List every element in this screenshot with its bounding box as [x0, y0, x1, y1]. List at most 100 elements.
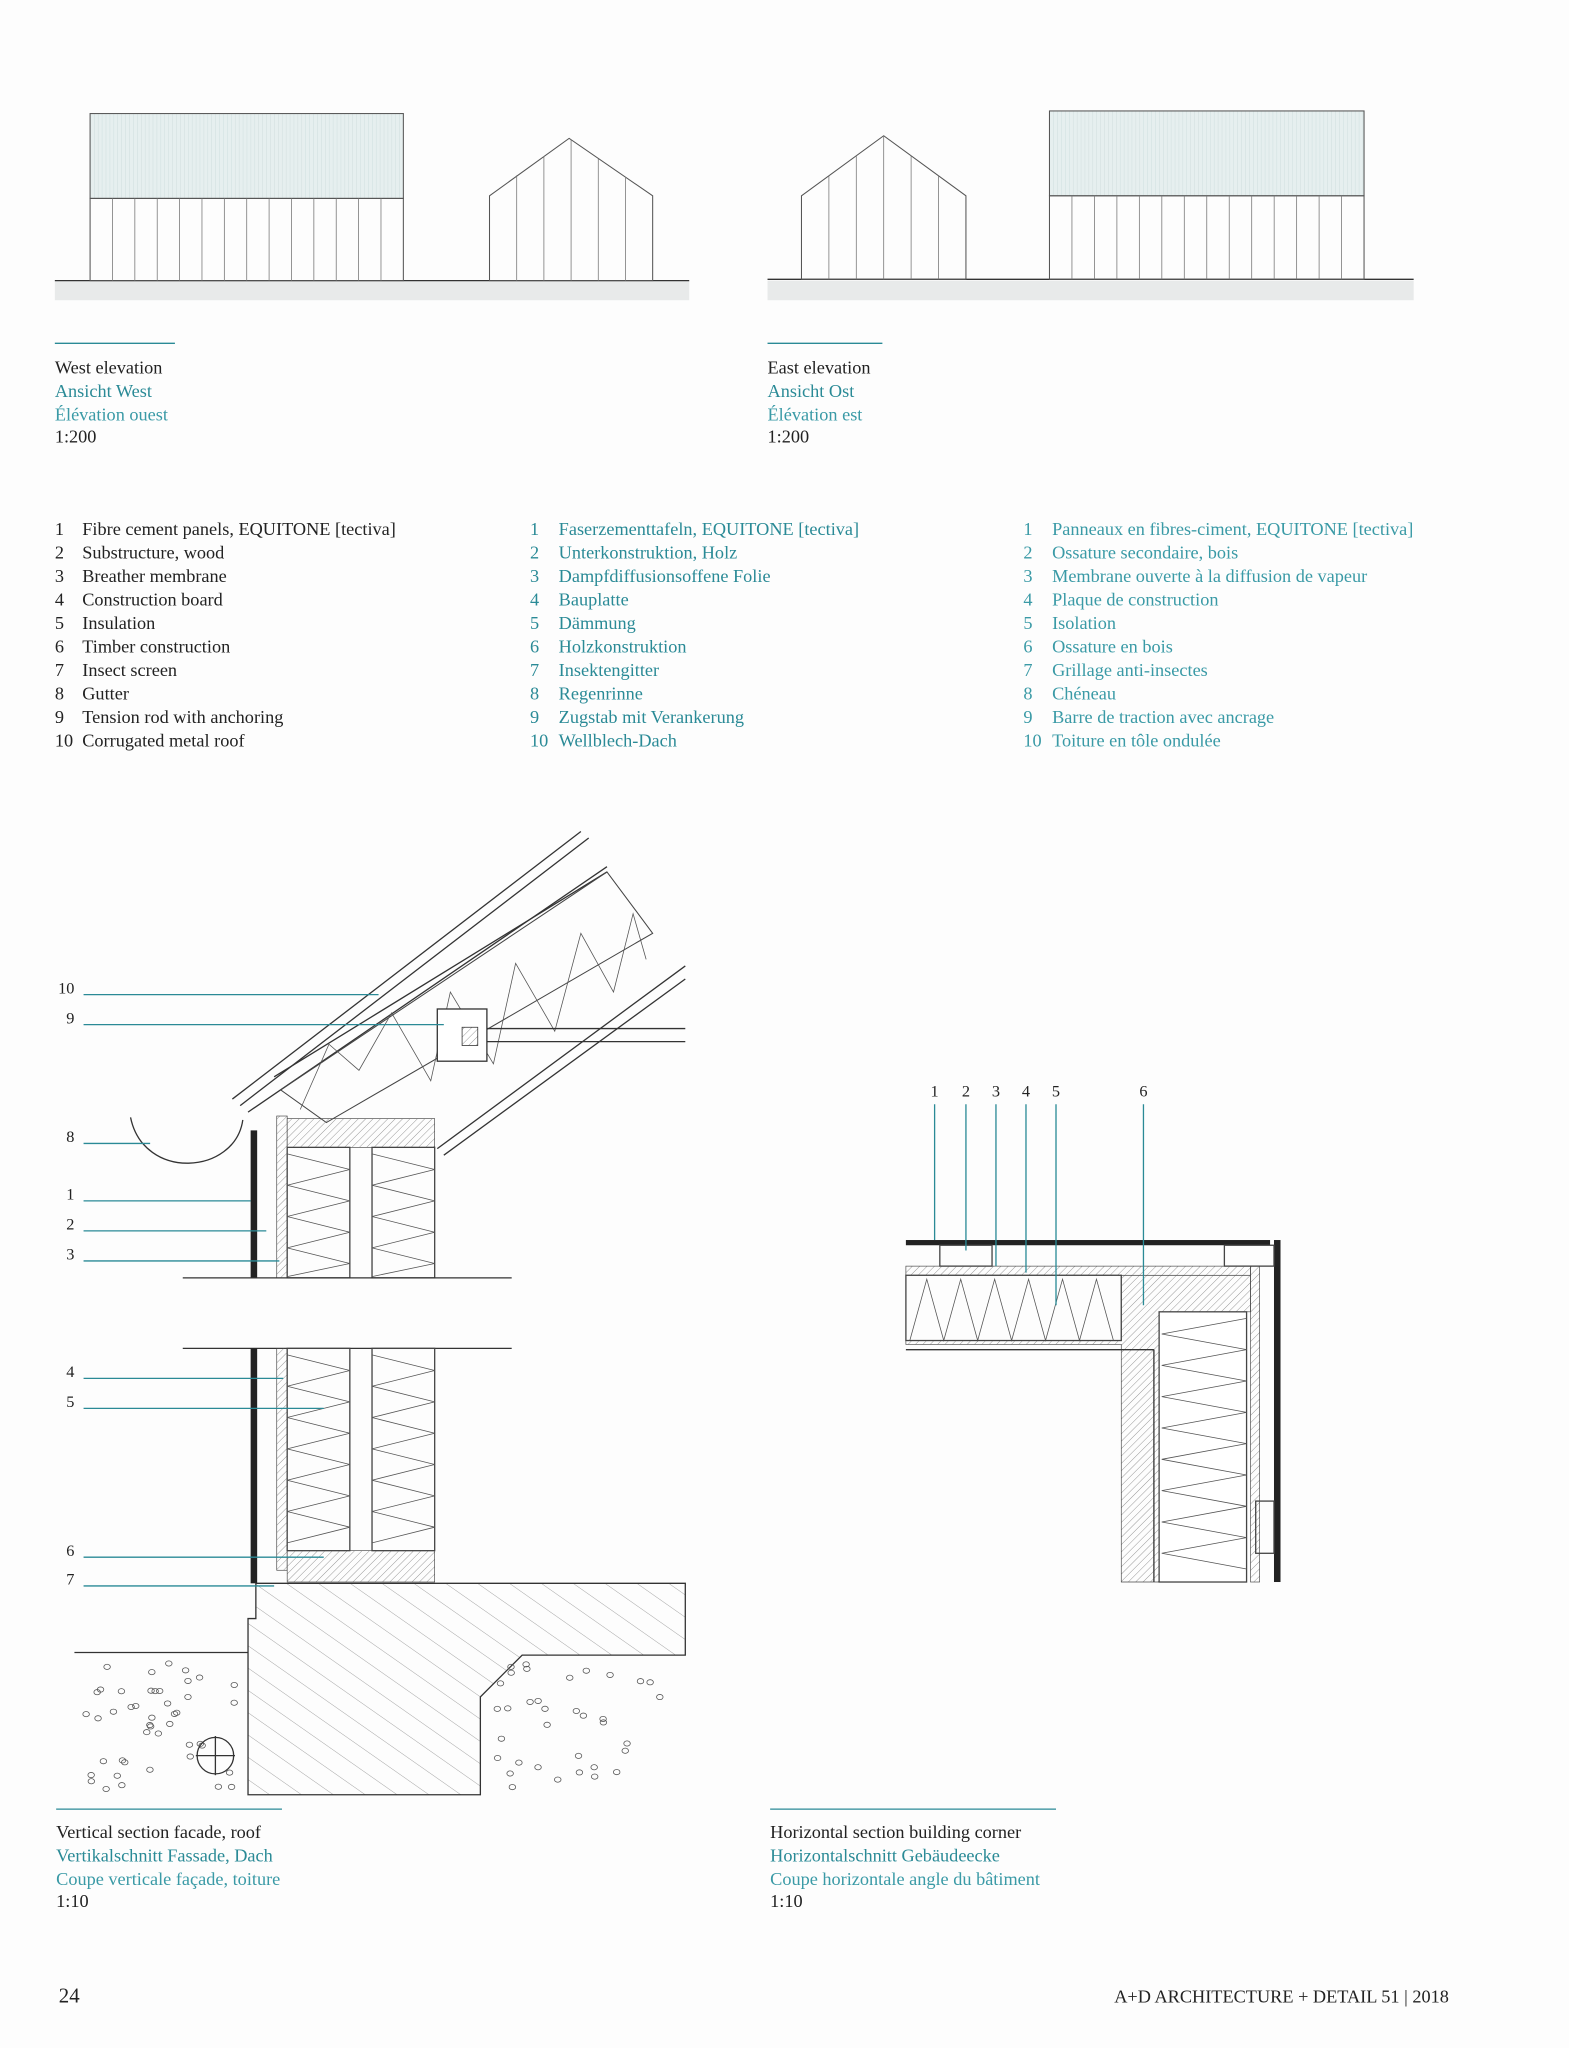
callout-number: 2 — [962, 1081, 970, 1100]
caption-en: Vertical section facade, roof — [56, 1822, 262, 1842]
legend-number: 1 — [530, 519, 539, 539]
legend-item-en: Substructure, wood — [82, 543, 224, 563]
legend-number: 10 — [55, 731, 73, 751]
caption-de: Horizontalschnitt Gebäudeecke — [770, 1845, 1000, 1865]
publication-footer: A+D ARCHITECTURE + DETAIL 51 | 2018 — [1114, 1986, 1449, 2006]
legend-number: 1 — [55, 519, 64, 539]
legend-number: 8 — [55, 684, 64, 704]
callout-number: 8 — [66, 1127, 74, 1146]
caption-fr: Coupe verticale façade, toiture — [56, 1869, 280, 1889]
legend-item-en: Fibre cement panels, EQUITONE [tectiva] — [82, 519, 396, 539]
callout-number: 7 — [66, 1570, 74, 1589]
legend-number: 2 — [1023, 543, 1032, 563]
legend-number: 1 — [1023, 519, 1032, 539]
legend-number: 7 — [530, 660, 539, 680]
callout-number: 1 — [931, 1081, 939, 1100]
legend-item-en: Insect screen — [82, 660, 177, 680]
legend-item-en: Insulation — [82, 613, 155, 633]
callout-number: 5 — [1052, 1081, 1060, 1100]
legend-item-fr: Membrane ouverte à la diffusion de vapeu… — [1052, 566, 1367, 586]
callout-number: 4 — [66, 1362, 74, 1381]
legend-item-en: Corrugated metal roof — [82, 731, 245, 751]
legend-number: 6 — [530, 637, 539, 657]
legend-number: 4 — [530, 590, 539, 610]
caption-scale: 1:200 — [768, 426, 810, 446]
callout-number: 10 — [58, 978, 74, 997]
legend-item-fr: Grillage anti-insectes — [1052, 660, 1208, 680]
caption-en: Horizontal section building corner — [770, 1822, 1021, 1842]
east-elevation-caption: East elevation Ansicht Ost Élévation est… — [768, 357, 871, 446]
legend-item-en: Breather membrane — [82, 566, 227, 586]
callout-number: 6 — [1139, 1081, 1147, 1100]
legend-number: 3 — [530, 566, 539, 586]
legend-item-en: Gutter — [82, 684, 129, 704]
legend-item-fr: Ossature secondaire, bois — [1052, 543, 1238, 563]
legend-item-en: Timber construction — [82, 637, 230, 657]
legend-number: 10 — [530, 731, 548, 751]
legend-number: 9 — [55, 707, 64, 727]
callout-number: 5 — [66, 1392, 74, 1411]
legend-number: 2 — [530, 543, 539, 563]
legend-item-de: Unterkonstruktion, Holz — [559, 543, 738, 563]
legend-item-de: Dampfdiffusionsoffene Folie — [559, 566, 771, 586]
legend-number: 5 — [55, 613, 64, 633]
legend: 1 Fibre cement panels, EQUITONE [tectiva]… — [55, 519, 1414, 750]
vertical-section-caption: Vertical section facade, roof Vertikalsc… — [56, 1822, 280, 1911]
caption-scale: 1:10 — [56, 1891, 88, 1911]
caption-scale: 1:200 — [55, 426, 97, 446]
legend-item-en: Tension rod with anchoring — [82, 707, 283, 727]
callout-number: 9 — [66, 1008, 74, 1027]
legend-item-de: Regenrinne — [559, 684, 643, 704]
legend-number: 8 — [1023, 684, 1032, 704]
horizontal-section-drawing — [905, 1240, 1281, 1583]
east-elevation-drawing — [767, 110, 1414, 301]
legend-number: 5 — [530, 613, 539, 633]
caption-de: Ansicht West — [55, 381, 152, 401]
legend-number: 9 — [1023, 707, 1032, 727]
caption-en: West elevation — [55, 357, 163, 377]
legend-item-fr: Panneaux en fibres-ciment, EQUITONE [tec… — [1052, 519, 1413, 539]
callout-number: 1 — [66, 1185, 74, 1204]
legend-number: 3 — [1023, 566, 1032, 586]
callout-number: 3 — [66, 1245, 74, 1264]
legend-number: 6 — [55, 637, 64, 657]
legend-item-de: Bauplatte — [559, 590, 629, 610]
callout-number: 2 — [66, 1215, 74, 1234]
callout-number: 3 — [992, 1081, 1000, 1100]
page-number: 24 — [59, 1983, 80, 2007]
caption-de: Vertikalschnitt Fassade, Dach — [56, 1845, 273, 1865]
legend-number: 9 — [530, 707, 539, 727]
caption-fr: Élévation ouest — [55, 403, 168, 424]
legend-number: 7 — [55, 660, 64, 680]
legend-item-fr: Plaque de construction — [1052, 590, 1218, 610]
legend-number: 5 — [1023, 613, 1032, 633]
callout-number: 6 — [66, 1541, 74, 1560]
legend-item-de: Zugstab mit Verankerung — [559, 707, 744, 727]
legend-number: 4 — [1023, 590, 1032, 610]
horizontal-section-caption: Horizontal section building corner Horiz… — [770, 1822, 1040, 1911]
vertical-section-drawing — [74, 830, 686, 1796]
legend-item-de: Faserzementtafeln, EQUITONE [tectiva] — [559, 519, 859, 539]
caption-de: Ansicht Ost — [768, 381, 855, 401]
legend-number: 2 — [55, 543, 64, 563]
legend-number: 6 — [1023, 637, 1032, 657]
legend-item-en: Construction board — [82, 590, 223, 610]
legend-number: 7 — [1023, 660, 1032, 680]
west-elevation-drawing — [54, 113, 690, 301]
legend-number: 8 — [530, 684, 539, 704]
west-elevation-caption: West elevation Ansicht West Élévation ou… — [55, 357, 168, 446]
vertical-section-callouts: 10 9 8 1 2 3 4 5 6 7 — [58, 978, 444, 1589]
legend-item-fr: Chéneau — [1052, 684, 1116, 704]
legend-item-fr: Isolation — [1052, 613, 1116, 633]
legend-item-fr: Toiture en tôle ondulée — [1052, 731, 1221, 751]
caption-scale: 1:10 — [770, 1891, 802, 1911]
caption-fr: Élévation est — [768, 403, 863, 424]
legend-number: 4 — [55, 590, 64, 610]
legend-number: 10 — [1023, 731, 1041, 751]
legend-item-de: Wellblech-Dach — [559, 731, 677, 751]
legend-item-de: Dämmung — [559, 613, 636, 633]
legend-number: 3 — [55, 566, 64, 586]
